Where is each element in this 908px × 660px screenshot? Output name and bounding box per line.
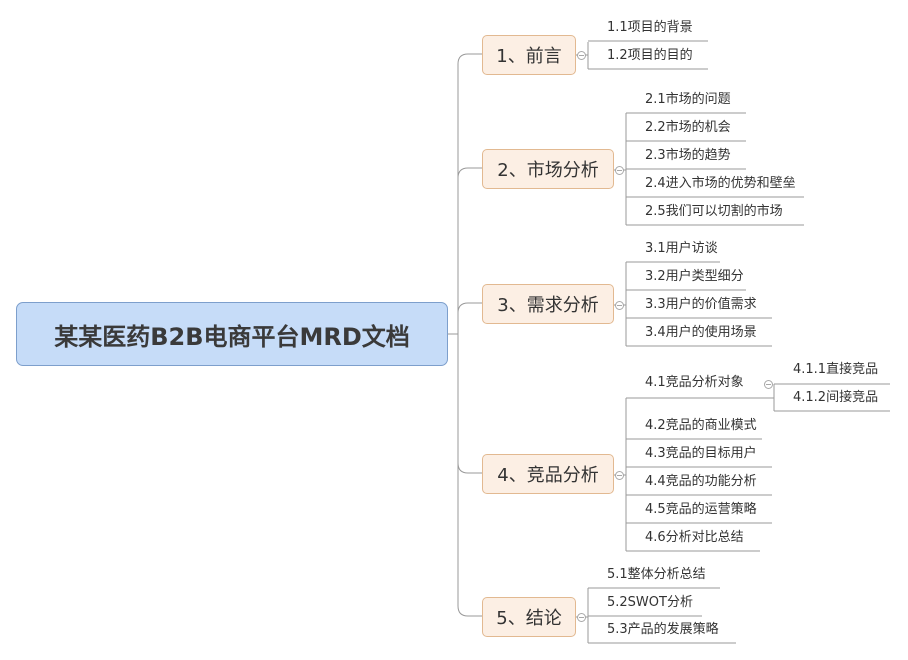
subtopic-2-2[interactable]: 2.2市场的机会	[645, 120, 731, 135]
subtopic-5-3[interactable]: 5.3产品的发展策略	[607, 622, 719, 637]
subtopic-4-3[interactable]: 4.3竞品的目标用户	[645, 446, 757, 461]
subtopic-2-4[interactable]: 2.4进入市场的优势和壁垒	[645, 176, 796, 191]
subtopic-4-6[interactable]: 4.6分析对比总结	[645, 530, 744, 545]
subtopic-3-1[interactable]: 3.1用户访谈	[645, 241, 718, 256]
subtopic-4-4[interactable]: 4.4竞品的功能分析	[645, 474, 757, 489]
subtopic-4-1-2[interactable]: 4.1.2间接竞品	[793, 390, 879, 405]
branch-topic-3[interactable]: 3、需求分析	[482, 284, 614, 324]
subtopic-5-1[interactable]: 5.1整体分析总结	[607, 567, 706, 582]
collapse-toggle-icon[interactable]	[764, 380, 773, 389]
branch-topic-1[interactable]: 1、前言	[482, 35, 576, 75]
subtopic-4-2[interactable]: 4.2竞品的商业模式	[645, 418, 757, 433]
branch-topic-2[interactable]: 2、市场分析	[482, 149, 614, 189]
subtopic-4-1-1[interactable]: 4.1.1直接竞品	[793, 362, 879, 377]
collapse-toggle-icon[interactable]	[615, 301, 624, 310]
subtopic-1-2[interactable]: 1.2项目的目的	[607, 48, 693, 63]
collapse-toggle-icon[interactable]	[615, 166, 624, 175]
subtopic-2-5[interactable]: 2.5我们可以切割的市场	[645, 204, 783, 219]
subtopic-3-3[interactable]: 3.3用户的价值需求	[645, 297, 757, 312]
subtopic-2-1[interactable]: 2.1市场的问题	[645, 92, 731, 107]
subtopic-4-1[interactable]: 4.1竞品分析对象	[645, 375, 744, 390]
collapse-toggle-icon[interactable]	[577, 51, 586, 60]
subtopic-3-4[interactable]: 3.4用户的使用场景	[645, 325, 757, 340]
subtopic-2-3[interactable]: 2.3市场的趋势	[645, 148, 731, 163]
branch-topic-4[interactable]: 4、竞品分析	[482, 454, 614, 494]
branch-topic-5[interactable]: 5、结论	[482, 597, 576, 637]
collapse-toggle-icon[interactable]	[577, 613, 586, 622]
subtopic-4-5[interactable]: 4.5竞品的运营策略	[645, 502, 757, 517]
collapse-toggle-icon[interactable]	[615, 471, 624, 480]
root-topic[interactable]: 某某医药B2B电商平台MRD文档	[16, 302, 448, 366]
subtopic-1-1[interactable]: 1.1项目的背景	[607, 20, 693, 35]
subtopic-5-2[interactable]: 5.2SWOT分析	[607, 595, 693, 610]
subtopic-3-2[interactable]: 3.2用户类型细分	[645, 269, 744, 284]
